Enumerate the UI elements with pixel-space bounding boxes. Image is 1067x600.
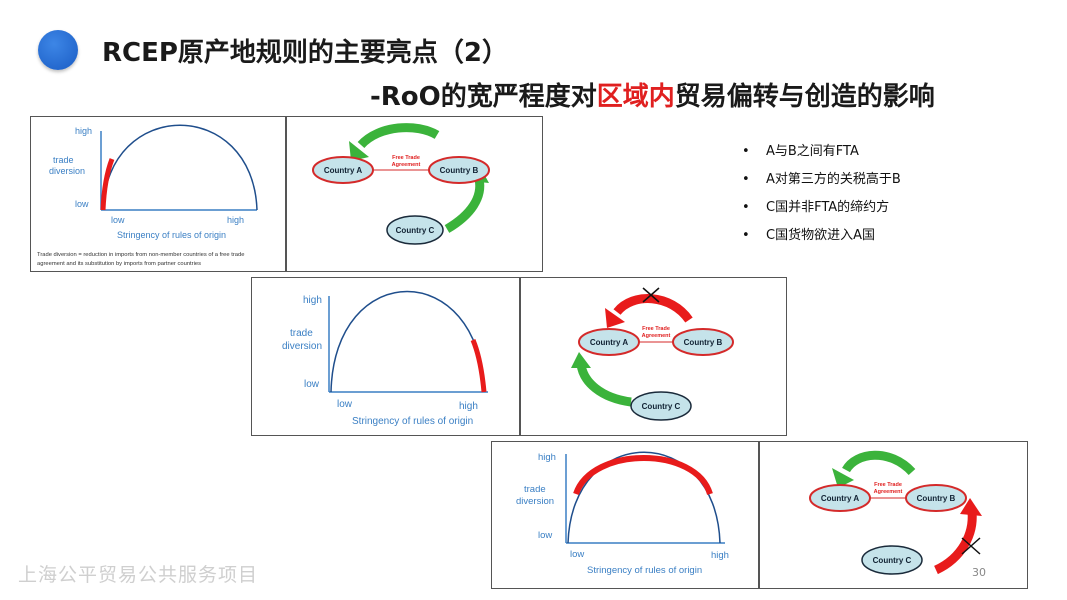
x-high-label: high bbox=[711, 550, 729, 561]
country-c-label: Country C bbox=[873, 556, 912, 565]
x-low-label: low bbox=[570, 549, 584, 560]
diagram-panel-2: Country A Country B Country C Free Trade… bbox=[520, 277, 787, 436]
slide-subtitle: -RoO的宽严程度对区域内贸易偏转与创造的影响 bbox=[370, 76, 935, 113]
country-a-label: Country A bbox=[821, 494, 860, 503]
y-title-1: trade bbox=[290, 328, 313, 339]
footnote-line1: Trade diversion = reduction in imports f… bbox=[37, 252, 244, 258]
country-a-node bbox=[809, 484, 871, 512]
fta-label-2: Agreement bbox=[392, 162, 421, 168]
footnote-line2: agreement and its substitution by import… bbox=[37, 261, 201, 267]
trade-diagram-2: Country A Country B Country C Free Trade… bbox=[571, 287, 734, 421]
blocked-x-mark bbox=[642, 287, 660, 303]
diagram-panel-3: Country A Country B Country C Free Trade… bbox=[759, 441, 1028, 589]
y-title-2: diversion bbox=[282, 341, 322, 352]
title-bullet-dot bbox=[38, 30, 78, 70]
red-arrowhead-top bbox=[605, 308, 625, 328]
chart-panel-2: high trade diversion low low high String… bbox=[251, 277, 520, 436]
chart-2: high trade diversion low low high String… bbox=[282, 290, 488, 427]
green-arrow-b-to-a bbox=[357, 123, 440, 149]
y-title-2: diversion bbox=[516, 496, 554, 507]
subtitle-part1: -RoO的宽严程度对 bbox=[370, 82, 597, 112]
country-a-label: Country A bbox=[590, 338, 629, 347]
trade-diagram-1: Country A Country B Country C Free Trade… bbox=[312, 123, 490, 245]
red-arrow-c-to-b bbox=[933, 511, 977, 575]
y-high-label: high bbox=[303, 295, 322, 306]
subtitle-highlight: 区域内 bbox=[596, 82, 675, 112]
y-title-1: trade bbox=[53, 155, 74, 165]
country-c-node bbox=[861, 545, 923, 575]
x-high-label: high bbox=[459, 401, 478, 412]
red-arrow-b-to-a bbox=[613, 294, 693, 323]
y-low-label: low bbox=[538, 530, 552, 541]
fta-label-1: Free Trade bbox=[642, 326, 670, 332]
red-arrowhead-right bbox=[960, 498, 982, 516]
country-b-label: Country B bbox=[684, 338, 723, 347]
bullet-item: A与B之间有FTA bbox=[742, 142, 901, 170]
country-b-label: Country B bbox=[917, 494, 956, 503]
green-arrow-c-to-b bbox=[444, 178, 485, 233]
country-c-node bbox=[630, 391, 692, 421]
country-b-node bbox=[905, 484, 967, 512]
blocked-x-mark bbox=[961, 537, 981, 555]
bullet-item: A对第三方的关税高于B bbox=[742, 170, 901, 198]
country-c-label: Country C bbox=[396, 226, 435, 235]
bullet-item: C国货物欲进入A国 bbox=[742, 226, 901, 254]
diversion-curve bbox=[567, 451, 721, 544]
country-c-node bbox=[386, 215, 444, 245]
y-high-label: high bbox=[538, 452, 556, 463]
y-high-label: high bbox=[75, 126, 92, 136]
curve-highlight-middle bbox=[573, 455, 713, 496]
green-arrowhead-top bbox=[832, 468, 854, 488]
chart-1: high trade diversion low low high String… bbox=[37, 124, 258, 267]
fta-label-2: Agreement bbox=[874, 489, 903, 495]
diversion-curve bbox=[102, 124, 258, 211]
green-arrowhead-left bbox=[571, 352, 591, 368]
country-c-label: Country C bbox=[642, 402, 681, 411]
x-title: Stringency of rules of origin bbox=[587, 565, 702, 576]
subtitle-part2: 贸易偏转与创造的影响 bbox=[674, 82, 935, 112]
y-low-label: low bbox=[75, 199, 89, 209]
fta-label-1: Free Trade bbox=[392, 155, 420, 161]
x-low-label: low bbox=[111, 215, 125, 225]
country-b-node bbox=[672, 328, 734, 356]
fta-label-2: Agreement bbox=[642, 333, 671, 339]
chart-3: high trade diversion low low high String… bbox=[516, 451, 729, 576]
bullet-list: A与B之间有FTA A对第三方的关税高于B C国并非FTA的缔约方 C国货物欲进… bbox=[742, 142, 901, 254]
green-arrowhead-top bbox=[349, 141, 369, 161]
curve-highlight-high bbox=[470, 339, 487, 393]
chart-panel-3: high trade diversion low low high String… bbox=[491, 441, 759, 589]
green-arrow-b-to-a bbox=[842, 450, 916, 476]
green-arrow-c-to-a bbox=[576, 363, 632, 407]
diagram-panel-1: Country A Country B Country C Free Trade… bbox=[286, 116, 543, 272]
country-b-node bbox=[428, 156, 490, 184]
y-low-label: low bbox=[304, 379, 320, 390]
chart-panel-1: high trade diversion low low high String… bbox=[30, 116, 286, 272]
x-low-label: low bbox=[337, 399, 353, 410]
x-high-label: high bbox=[227, 215, 244, 225]
curve-highlight-low bbox=[100, 158, 115, 211]
diversion-curve bbox=[330, 290, 485, 393]
x-title: Stringency of rules of origin bbox=[352, 416, 473, 427]
y-title-2: diversion bbox=[49, 166, 85, 176]
country-a-node bbox=[312, 156, 374, 184]
country-b-label: Country B bbox=[440, 166, 479, 175]
fta-label-1: Free Trade bbox=[874, 482, 902, 488]
footer-text: 上海公平贸易公共服务项目 bbox=[18, 564, 259, 586]
x-title: Stringency of rules of origin bbox=[117, 230, 226, 240]
y-title-1: trade bbox=[524, 484, 546, 495]
slide-title: RCEP原产地规则的主要亮点（2） bbox=[102, 38, 509, 68]
trade-diagram-3: Country A Country B Country C Free Trade… bbox=[809, 450, 982, 575]
bullet-item: C国并非FTA的缔约方 bbox=[742, 198, 901, 226]
page-number: 30 bbox=[972, 566, 986, 579]
country-a-node bbox=[578, 328, 640, 356]
country-a-label: Country A bbox=[324, 166, 363, 175]
